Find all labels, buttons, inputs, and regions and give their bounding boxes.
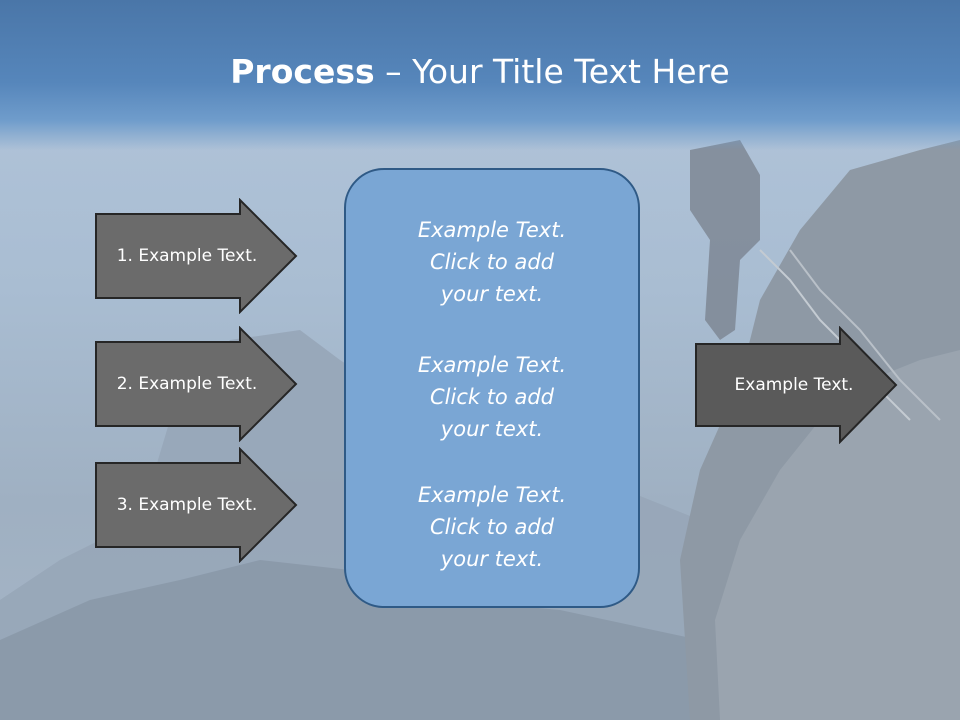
- arrow-right-shape: [95, 326, 298, 442]
- center-text-block-1: Example Text. Click to add your text.: [346, 214, 638, 310]
- center-line: your text.: [440, 417, 544, 441]
- arrow-right-shape: [695, 326, 898, 444]
- center-text-block-2: Example Text. Click to add your text.: [346, 349, 638, 445]
- center-line: Click to add: [429, 250, 554, 274]
- slide-title[interactable]: Process – Your Title Text Here: [0, 52, 960, 91]
- left-arrow-1-label: 1. Example Text.: [116, 246, 258, 266]
- left-arrow-3-label: 3. Example Text.: [116, 495, 258, 515]
- center-line: Example Text.: [417, 353, 567, 377]
- center-line: Example Text.: [417, 483, 567, 507]
- arrow-right-shape: [95, 198, 298, 314]
- left-arrow-2-label: 2. Example Text.: [116, 374, 258, 394]
- center-line: Click to add: [429, 385, 554, 409]
- right-arrow-label: Example Text.: [734, 375, 854, 395]
- right-arrow[interactable]: Example Text.: [694, 326, 900, 444]
- title-bold: Process: [230, 52, 375, 91]
- center-text-block-3: Example Text. Click to add your text.: [346, 479, 638, 575]
- center-line: Example Text.: [417, 218, 567, 242]
- title-bar: [0, 0, 960, 150]
- title-rest: – Your Title Text Here: [374, 52, 730, 91]
- center-line: your text.: [440, 547, 544, 571]
- left-arrow-2[interactable]: 2. Example Text.: [94, 326, 300, 442]
- center-line: Click to add: [429, 515, 554, 539]
- left-arrow-3[interactable]: 3. Example Text.: [94, 447, 300, 563]
- left-arrow-1[interactable]: 1. Example Text.: [94, 198, 300, 314]
- center-text-box[interactable]: Example Text. Click to add your text. Ex…: [344, 168, 640, 608]
- center-line: your text.: [440, 282, 544, 306]
- arrow-right-shape: [95, 447, 298, 563]
